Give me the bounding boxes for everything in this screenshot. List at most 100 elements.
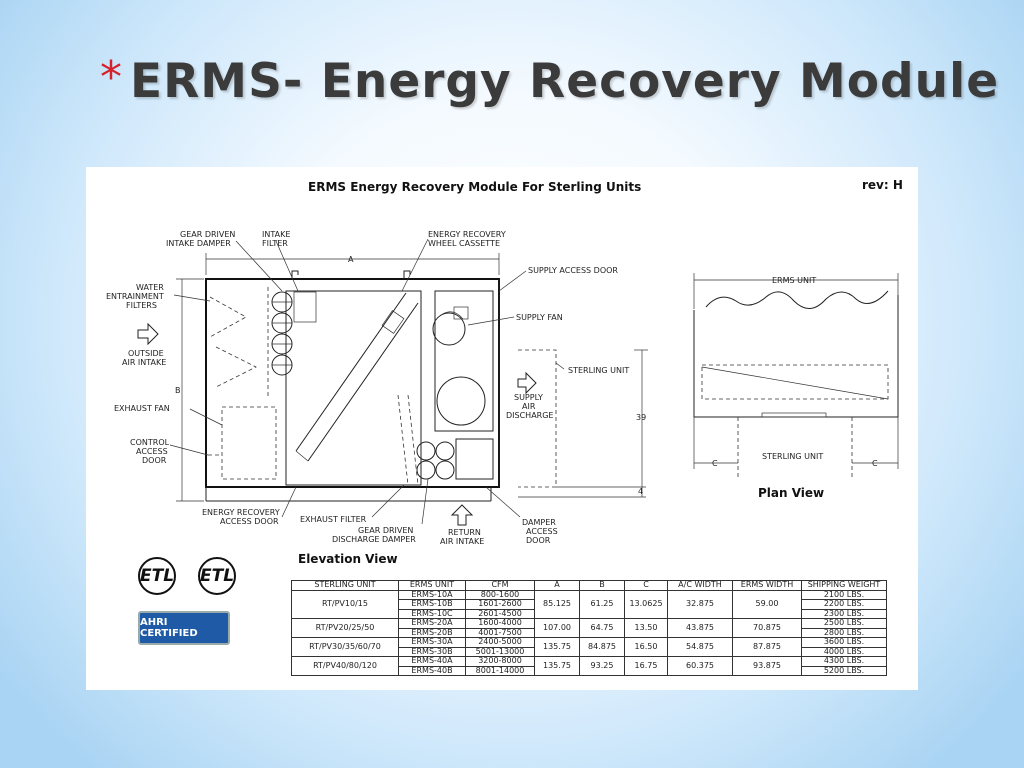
cell-shipping-weight: 4300 LBS.: [801, 656, 887, 667]
label-gear-driven: GEAR DRIVEN: [180, 230, 235, 239]
label-access-2: ACCESS: [526, 527, 558, 536]
cell-shipping-weight: 5200 LBS.: [801, 665, 887, 676]
cell-ac-width: 43.875: [667, 618, 733, 638]
label-energy-recovery: ENERGY RECOVERY: [428, 230, 506, 239]
dimension-4: 4: [638, 487, 643, 496]
ahri-certified-logo: AHRI CERTIFIED: [138, 611, 230, 645]
cell-cfm: 2400-5000: [465, 637, 535, 648]
drawing-heading: ERMS Energy Recovery Module For Sterling…: [308, 180, 641, 194]
label-supply: SUPPLY: [514, 393, 543, 402]
cell-c: 13.0625: [624, 589, 668, 619]
cell-erms-width: 70.875: [732, 618, 802, 638]
label-exhaust-filter: EXHAUST FILTER: [300, 515, 367, 524]
label-control: CONTROL: [130, 438, 170, 447]
cell-b: 61.25: [579, 589, 625, 619]
drawing-sheet: ERMS Energy Recovery Module For Sterling…: [86, 167, 918, 690]
revision-label: rev: H: [862, 178, 903, 192]
label-return: RETURN: [448, 528, 481, 537]
table-row: ERMS-20B 4001-7500 2800 LBS.: [292, 627, 887, 638]
slide-title-area: * ERMS- Energy Recovery Module: [100, 52, 999, 122]
label-sterling-unit: STERLING UNIT: [568, 366, 629, 375]
cell-cfm: 3200-8000: [465, 656, 535, 667]
cell-cfm: 8001-14000: [465, 665, 535, 676]
dimension-c-right: C: [872, 459, 878, 468]
col-ac-width: A/C WIDTH: [667, 580, 733, 591]
table-row: ERMS-40B 8001-14000 5200 LBS.: [292, 665, 887, 676]
label-intake-damper: INTAKE DAMPER: [166, 239, 231, 248]
cell-erms-unit: ERMS-40A: [398, 656, 466, 667]
cell-erms-unit: ERMS-30A: [398, 637, 466, 648]
col-sterling-unit: STERLING UNIT: [291, 580, 399, 591]
wheel-chamber: [285, 290, 422, 486]
col-shipping-weight: SHIPPING WEIGHT: [801, 580, 887, 591]
cell-cfm: 1600-4000: [465, 618, 535, 629]
label-energy-recovery-access: ENERGY RECOVERY: [202, 508, 280, 517]
label-damper: DAMPER: [522, 518, 556, 527]
plan-view: ERMS UNIT C C STERLING UNIT Plan View: [693, 273, 899, 500]
cell-a: 135.75: [534, 656, 580, 676]
cell-a: 107.00: [534, 618, 580, 638]
cell-sterling-unit: RT/PV30/35/60/70: [291, 637, 399, 657]
supply-air-arrow: [517, 371, 537, 395]
title-bullet: *: [100, 52, 122, 103]
col-erms-unit: ERMS UNIT: [398, 580, 466, 591]
return-air-arrow: [450, 504, 474, 526]
table-row: RT/PV20/25/50 ERMS-20A 1600-4000 107.00 …: [291, 618, 887, 638]
col-cfm: CFM: [465, 580, 535, 591]
cell-erms-width: 93.875: [732, 656, 802, 676]
erms-housing: [205, 278, 500, 488]
cell-ac-width: 54.875: [667, 637, 733, 657]
label-exhaust-fan: EXHAUST FAN: [114, 404, 170, 413]
label-entrainment: ENTRAINMENT: [106, 292, 164, 301]
sterling-unit-outline: [518, 349, 557, 488]
cell-erms-width: 59.00: [732, 589, 802, 619]
energy-recovery-wheel: [295, 292, 419, 462]
col-a: A: [534, 580, 580, 591]
col-erms-width: ERMS WIDTH: [732, 580, 802, 591]
cell-c: 13.50: [624, 618, 668, 638]
label-access: ACCESS: [136, 447, 168, 456]
dimension-39: 39: [636, 413, 646, 422]
cell-cfm: 1601-2600: [465, 599, 535, 610]
supply-fan: [432, 312, 466, 346]
dimension-b: B: [175, 386, 181, 395]
col-b: B: [579, 580, 625, 591]
label-water: WATER: [136, 283, 164, 292]
label-gear-driven-2: GEAR DRIVEN: [358, 526, 413, 535]
label-discharge-damper: DISCHARGE DAMPER: [332, 535, 416, 544]
cell-shipping-weight: 2200 LBS.: [801, 599, 887, 610]
cell-a: 135.75: [534, 637, 580, 657]
dimension-a: A: [348, 255, 354, 264]
label-air: AIR: [522, 402, 536, 411]
label-intake: INTAKE: [262, 230, 290, 239]
cell-erms-unit: ERMS-20A: [398, 618, 466, 629]
specification-table: STERLING UNIT ERMS UNIT CFM A B C A/C WI…: [291, 580, 887, 676]
table-row: RT/PV40/80/120 ERMS-40A 3200-8000 135.75…: [291, 656, 887, 676]
label-sterling-unit-plan: STERLING UNIT: [762, 452, 823, 461]
label-door-2: DOOR: [526, 536, 551, 545]
label-filter: FILTER: [262, 239, 288, 248]
label-outside: OUTSIDE: [128, 349, 164, 358]
cell-b: 64.75: [579, 618, 625, 638]
cell-shipping-weight: 3600 LBS.: [801, 637, 887, 648]
etl-listed-logo: ETL: [138, 557, 176, 595]
outside-air-arrow: [137, 322, 159, 346]
cell-sterling-unit: RT/PV20/25/50: [291, 618, 399, 638]
table-row: RT/PV10/15 ERMS-10A 800-1600 85.125 61.2…: [291, 589, 887, 619]
label-air-intake-2: AIR INTAKE: [440, 537, 484, 546]
label-door: DOOR: [142, 456, 167, 465]
cell-b: 93.25: [579, 656, 625, 676]
cell-b: 84.875: [579, 637, 625, 657]
cell-sterling-unit: RT/PV10/15: [291, 589, 399, 619]
etl-listed-logo-2: ETL: [198, 557, 236, 595]
label-erms-unit: ERMS UNIT: [772, 276, 816, 285]
label-wheel-cassette: WHEEL CASSETTE: [428, 239, 500, 248]
label-discharge: DISCHARGE: [506, 411, 553, 420]
label-supply-access-door: SUPPLY ACCESS DOOR: [528, 266, 618, 275]
col-c: C: [624, 580, 668, 591]
elevation-view-title: Elevation View: [298, 552, 398, 566]
plan-view-title: Plan View: [758, 486, 824, 500]
cell-a: 85.125: [534, 589, 580, 619]
cell-erms-width: 87.875: [732, 637, 802, 657]
label-filters: FILTERS: [126, 301, 157, 310]
